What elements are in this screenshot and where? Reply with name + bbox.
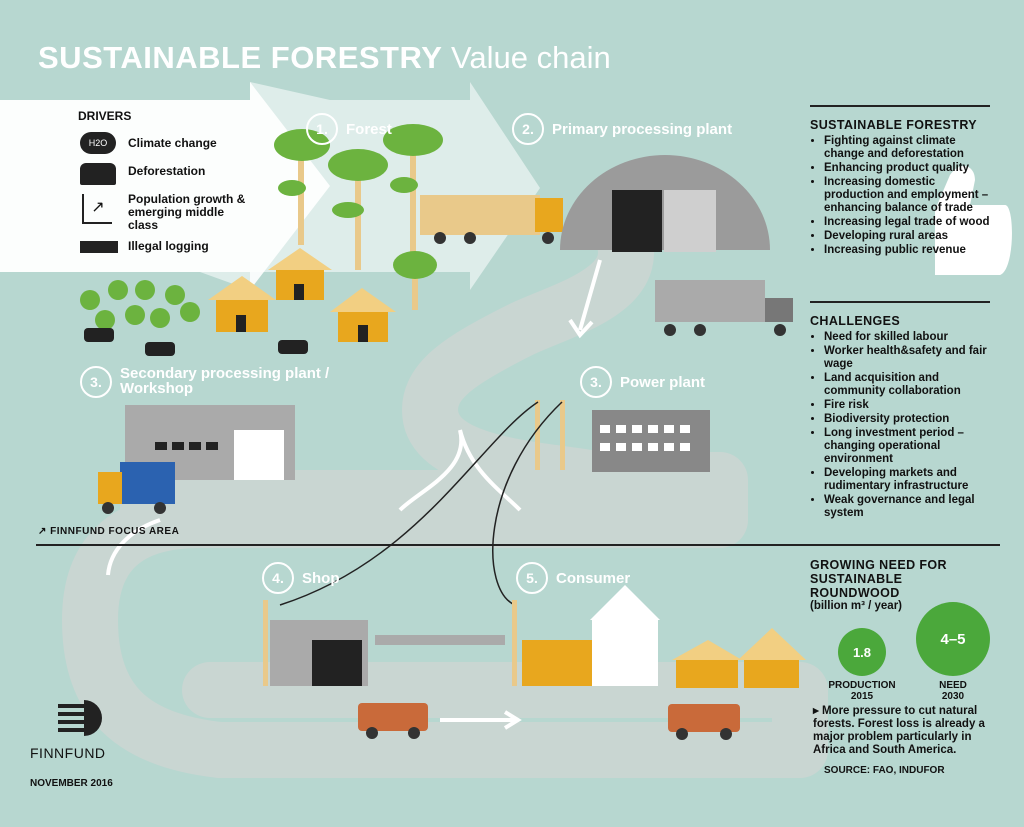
stage-consumer: 5.Consumer: [516, 562, 630, 594]
driver-illegal-logging: Illegal logging: [128, 239, 209, 253]
list-item: Fighting against climate change and defo…: [824, 135, 990, 161]
list-item: Land acquisition and community collabora…: [824, 372, 990, 398]
list-item: Fire risk: [824, 399, 990, 412]
tree-stump-icon: [80, 163, 116, 185]
driver-population-growth: Population growth & emerging middle clas…: [128, 192, 246, 232]
sustainable-heading: SUSTAINABLE FORESTRY: [810, 118, 978, 132]
challenges-panel: CHALLENGES Need for skilled labour Worke…: [810, 314, 990, 521]
page-title: SUSTAINABLE FORESTRY Value chain: [38, 40, 611, 75]
stage-secondary-processing: 3.Secondary processing plant / Workshop: [80, 366, 340, 398]
finnfund-logo-text: FINNFUND: [30, 745, 106, 761]
date-label: NOVEMBER 2016: [30, 778, 113, 789]
driver-deforestation: Deforestation: [128, 164, 206, 178]
list-item: Need for skilled labour: [824, 331, 990, 344]
list-item: Weak governance and legal system: [824, 494, 990, 520]
list-item: Developing markets and rudimentary infra…: [824, 467, 990, 493]
stage-power-plant: 3.Power plant: [580, 366, 705, 398]
roundwood-heading: GROWING NEED FOR SUSTAINABLE ROUNDWOOD: [810, 558, 947, 600]
list-item: Biodiversity protection: [824, 413, 990, 426]
production-circle: 1.8: [838, 628, 886, 676]
driver-climate-change: Climate change: [128, 136, 217, 150]
stage-forest: 1.Forest: [306, 113, 392, 145]
chainsaw-icon: [80, 241, 118, 253]
drivers-heading: DRIVERS: [78, 109, 132, 123]
list-item: Developing rural areas: [824, 230, 990, 243]
stage-shop: 4.Shop: [262, 562, 340, 594]
roundwood-unit: (billion m³ / year): [810, 600, 903, 612]
list-item: Increasing public revenue: [824, 244, 990, 257]
challenges-heading: CHALLENGES: [810, 314, 901, 328]
cloud-h2o-icon: H2O: [80, 132, 116, 154]
list-item: Increasing legal trade of wood: [824, 216, 990, 229]
need-circle: 4–5: [916, 602, 990, 676]
list-item: Worker health&safety and fair wage: [824, 345, 990, 371]
list-item: Long investment period – changing operat…: [824, 427, 990, 466]
thumbs-up: [935, 165, 1012, 275]
triangle-icon: ▸: [813, 705, 822, 717]
finnfund-logo-mark: [58, 700, 102, 736]
sustainable-forestry-panel: SUSTAINABLE FORESTRY Fighting against cl…: [810, 118, 990, 258]
focus-area-label: ↗ FINNFUND FOCUS AREA: [38, 526, 180, 537]
stage-primary-processing: 2.Primary processing plant: [512, 113, 732, 145]
source-note: SOURCE: FAO, INDUFOR: [824, 765, 945, 776]
roundwood-need-panel: GROWING NEED FOR SUSTAINABLE ROUNDWOOD (…: [810, 558, 990, 612]
arrow-icon: ↗: [38, 526, 51, 537]
list-item: Increasing domestic production and emplo…: [824, 176, 990, 215]
pressure-note: ▸ More pressure to cut natural forests. …: [813, 705, 985, 756]
growth-chart-icon: ↗: [82, 194, 112, 224]
list-item: Enhancing product quality: [824, 162, 990, 175]
